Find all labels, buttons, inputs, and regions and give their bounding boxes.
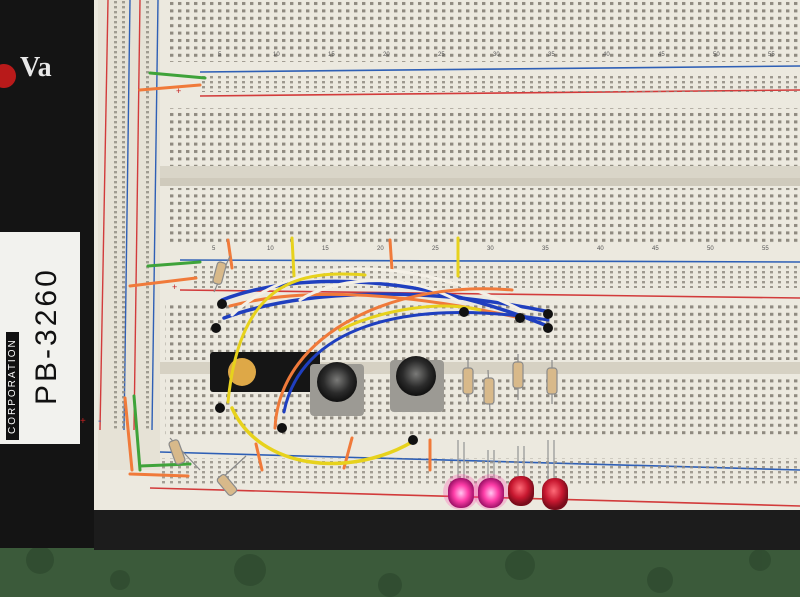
terminal-strip-2 — [170, 108, 800, 166]
pushbutton-2 — [390, 356, 444, 412]
column-number: 5 — [218, 52, 222, 58]
column-number: 25 — [432, 246, 439, 252]
rail-minus-marker: - — [98, 416, 101, 427]
terminal-label-va: Va — [20, 52, 52, 83]
rail-line-red-3 — [149, 487, 800, 507]
rail-line-blue-1 — [199, 65, 800, 73]
mat-texture — [26, 546, 771, 597]
column-number: 15 — [322, 246, 329, 252]
rail-plus-marker: + — [176, 86, 181, 96]
column-number: 30 — [487, 246, 494, 252]
rail-line-blue-2 — [179, 259, 800, 263]
column-number: 40 — [597, 246, 604, 252]
column-number: 50 — [713, 52, 720, 58]
led-1-lit — [443, 474, 479, 510]
column-number: 35 — [542, 246, 549, 252]
wire-plugs — [211, 299, 553, 445]
column-number: 50 — [707, 246, 714, 252]
rail-plus-marker-3: + — [80, 416, 86, 427]
column-number: 35 — [548, 52, 555, 58]
column-number: 10 — [273, 52, 280, 58]
column-number: 45 — [658, 52, 665, 58]
terminal-strip-1 — [170, 0, 800, 62]
column-numbers-middle: 5 10 15 20 25 30 35 40 45 50 55 — [212, 246, 769, 252]
column-number: 40 — [603, 52, 610, 58]
column-number: 20 — [377, 246, 384, 252]
column-number: 10 — [267, 246, 274, 252]
long-wires — [220, 267, 552, 466]
column-number: 45 — [652, 246, 659, 252]
model-number: PB-3260 — [30, 267, 63, 405]
rail-line-red-2 — [179, 289, 800, 299]
led-3-off — [508, 476, 534, 506]
column-number: 55 — [768, 52, 775, 58]
resistors — [168, 255, 558, 497]
led-legs — [457, 440, 555, 480]
pushbutton-1 — [310, 362, 364, 416]
maker-corporation-text: CORPORATION — [6, 332, 19, 440]
column-number: 5 — [212, 246, 216, 252]
led-4-off — [542, 478, 568, 510]
column-numbers-top: 5 10 15 20 25 30 35 40 45 50 55 — [218, 52, 775, 58]
terminal-strip-3 — [170, 188, 800, 244]
rail-plus-marker-2: + — [172, 282, 177, 292]
binding-post-red — [0, 64, 16, 88]
column-number: 25 — [438, 52, 445, 58]
led-2-lit — [473, 474, 509, 510]
column-number: 55 — [762, 246, 769, 252]
column-number: 30 — [493, 52, 500, 58]
column-number: 15 — [328, 52, 335, 58]
module-gap — [160, 178, 800, 186]
column-number: 20 — [383, 52, 390, 58]
